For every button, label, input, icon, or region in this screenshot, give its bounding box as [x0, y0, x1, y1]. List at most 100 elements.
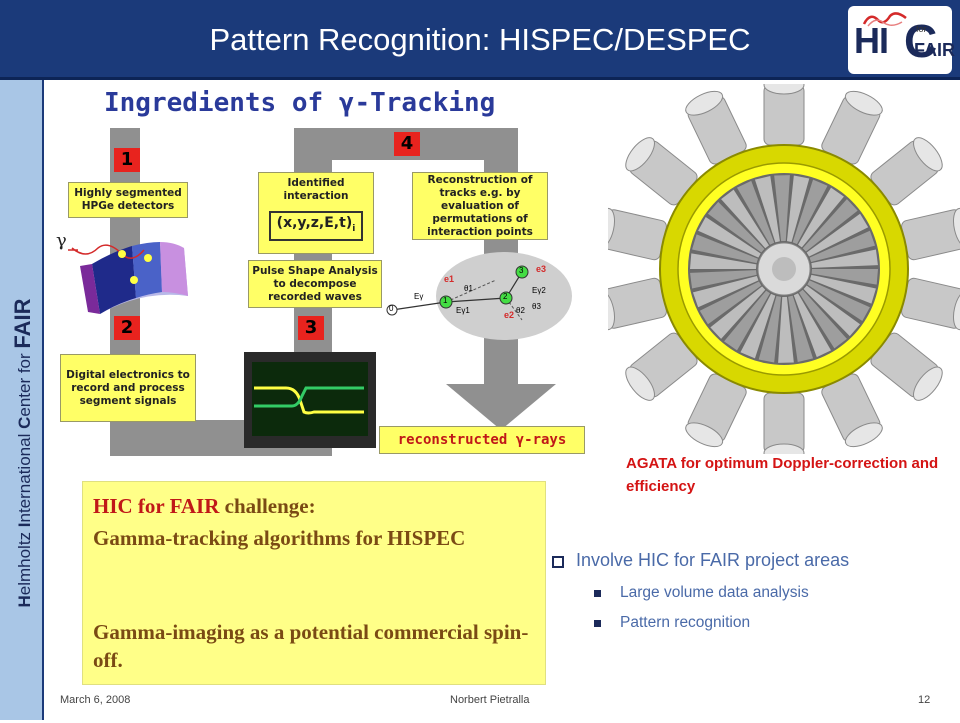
agata-segment [811, 249, 878, 268]
scatter-label-e2: e2 [504, 310, 515, 320]
gamma-scattering-sketch-icon [386, 252, 572, 340]
logo-text-for: for [916, 24, 927, 34]
agata-segment [788, 295, 814, 362]
sidebar: Helmholtz International Center for FAIR [0, 80, 44, 720]
agata-cylinder [821, 373, 883, 448]
scatter-label-0: 0 [389, 304, 394, 313]
page-title: Pattern Recognition: HISPEC/DESPEC [209, 22, 751, 57]
title-rule [0, 77, 960, 80]
scatter-label-e1: e1 [444, 274, 455, 284]
agata-segment [803, 285, 861, 337]
box-identified-interaction: Identified interaction (x,y,z,E,t)i [258, 172, 374, 254]
agata-segment [690, 270, 757, 289]
agata-segment [758, 295, 782, 363]
title-bar: Pattern Recognition: HISPEC/DESPEC [0, 0, 960, 80]
scatter-label-theta3: θ3 [532, 302, 541, 311]
agata-detector-array-image [608, 84, 960, 454]
scatter-label-theta2: θ2 [516, 306, 525, 315]
agata-cylinders [608, 84, 960, 454]
agata-segment [786, 175, 810, 243]
scatter-label-2: 2 [503, 292, 508, 301]
step-number-2: 2 [114, 316, 140, 340]
logo-text-c: C [904, 15, 938, 67]
sidebar-cap-c: C [15, 416, 34, 429]
pipe-arrow-icon [446, 384, 556, 430]
identified-interaction-label: Identified interaction [283, 177, 349, 202]
scatter-label-1: 1 [443, 296, 448, 305]
agata-segment [809, 230, 876, 263]
agata-cylinder [870, 137, 943, 206]
gamma-tracking-diagram: Ingredients of γ-Tracking 1 2 3 4 Highly… [46, 84, 594, 466]
hollow-square-bullet-icon [552, 556, 564, 568]
agata-caption: AGATA for optimum Doppler-correction and… [626, 455, 939, 495]
filled-square-bullet-icon [594, 590, 601, 597]
agata-cylinder [763, 392, 805, 454]
agata-inner-segments [690, 175, 878, 363]
step-number-4: 4 [394, 132, 420, 156]
agata-cylinder [608, 277, 667, 331]
agata-segment [810, 274, 876, 304]
scatter-label-e3: e3 [536, 264, 547, 274]
footer-page-number: 12 [918, 694, 931, 706]
scatter-label-3: 3 [519, 266, 524, 275]
sidebar-vertical-text: Helmholtz International Center for FAIR [10, 183, 36, 723]
scatter-label-theta1: θ1 [464, 284, 473, 293]
challenge-box: HIC for FAIR challenge: Gamma-tracking a… [82, 481, 546, 685]
agata-segment [807, 280, 870, 322]
agata-segment [692, 275, 759, 308]
sidebar-text-3: enter for [15, 348, 34, 417]
agata-segment [740, 293, 776, 359]
agata-cylinder [625, 137, 698, 206]
reconstructed-gamma-rays-label: reconstructed γ-rays [379, 426, 585, 454]
sidebar-cap-h: H [15, 595, 34, 608]
box-pulse-shape-analysis: Pulse Shape Analysis to decompose record… [248, 260, 382, 308]
footer-author: Norbert Pietralla [450, 694, 530, 706]
agata-segment [721, 189, 769, 249]
agata-cylinder [901, 277, 960, 331]
step-number-1: 1 [114, 148, 140, 172]
bullet-sub-2: Pattern recognition [550, 614, 950, 640]
agata-segment [737, 180, 775, 245]
challenge-heading-red: HIC for FAIR [93, 494, 220, 518]
bullet-main: Involve HIC for FAIR project areas [550, 550, 950, 580]
agata-cylinder [608, 207, 667, 261]
scatter-label-egamma: Eγ [414, 292, 424, 301]
agata-segment [798, 187, 844, 248]
agata-segment [754, 176, 780, 243]
agata-segment [793, 293, 831, 358]
agata-cylinder [685, 90, 747, 165]
box-track-reconstruction: Reconstruction of tracks e.g. by evaluat… [412, 172, 548, 240]
diagram-title: Ingredients of γ-Tracking [104, 88, 496, 118]
agata-segment [710, 286, 766, 339]
box-hpge-detectors: Highly segmented HPGe detectors [68, 182, 188, 218]
scatter-label-egamma2: Eγ2 [532, 286, 546, 295]
agata-segment [690, 253, 757, 269]
agata-cylinder [901, 207, 960, 261]
agata-segment [802, 199, 858, 252]
coords-sub: i [352, 223, 356, 234]
bullet-sub-2-text: Pattern recognition [620, 614, 751, 631]
agata-segment [806, 213, 869, 257]
agata-segment [724, 290, 770, 351]
hic-for-fair-logo: HI C for FAIR [848, 6, 955, 74]
coords-text: (x,y,z,E,t) [276, 215, 353, 231]
bullet-sub-1: Large volume data analysis [550, 584, 950, 610]
challenge-line-imaging: Gamma-imaging as a potential commercial … [93, 620, 529, 672]
coords-box: (x,y,z,E,t)i [268, 211, 364, 241]
bullet-main-text: Involve HIC for FAIR project areas [576, 550, 850, 570]
sidebar-cap-i: I [15, 522, 34, 528]
challenge-heading-rest: challenge: [219, 494, 316, 518]
filled-square-bullet-icon [594, 620, 601, 627]
challenge-heading: HIC for FAIR challenge: [93, 492, 316, 520]
bullet-list: Involve HIC for FAIR project areas Large… [550, 550, 950, 640]
challenge-line-tracking: Gamma-tracking algorithms for HISPEC [93, 526, 466, 550]
sidebar-text-1: elmholtz [15, 527, 34, 596]
step-number-3: 3 [298, 316, 324, 340]
sidebar-text-2: nternational [15, 428, 34, 523]
agata-segment [707, 201, 765, 253]
agata-segment [792, 179, 828, 245]
gamma-symbol: γ [56, 230, 67, 251]
sidebar-fair: FAIR [10, 298, 35, 349]
agata-cylinder [763, 84, 805, 146]
agata-segment [811, 269, 878, 285]
